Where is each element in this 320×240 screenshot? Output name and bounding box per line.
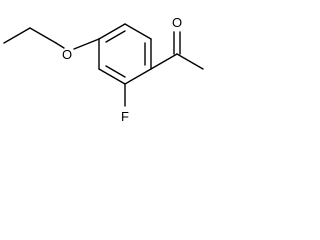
ring-double-bond-bottom <box>105 65 126 78</box>
ring-bond-2 <box>124 23 152 40</box>
bond-oxygen-ring <box>73 38 100 50</box>
ring-bond-1 <box>98 23 126 40</box>
fluorine-label: F <box>121 109 129 124</box>
chemical-structure: O F O <box>3 15 204 124</box>
ring-bond-5 <box>98 68 126 85</box>
oxygen-ether-label: O <box>62 47 72 62</box>
ring-double-bond-top <box>105 30 126 43</box>
ring-bond-4 <box>124 68 152 85</box>
bond-isopropyl-oxygen <box>55 42 65 49</box>
bond-carbonyl-methyl <box>176 53 204 70</box>
bond-isopropyl-methyl-left <box>3 27 31 44</box>
bond-isopropyl-methyl-right <box>29 27 57 44</box>
bond-ring-carbonyl <box>150 53 178 70</box>
oxygen-carbonyl-label: O <box>172 15 182 30</box>
